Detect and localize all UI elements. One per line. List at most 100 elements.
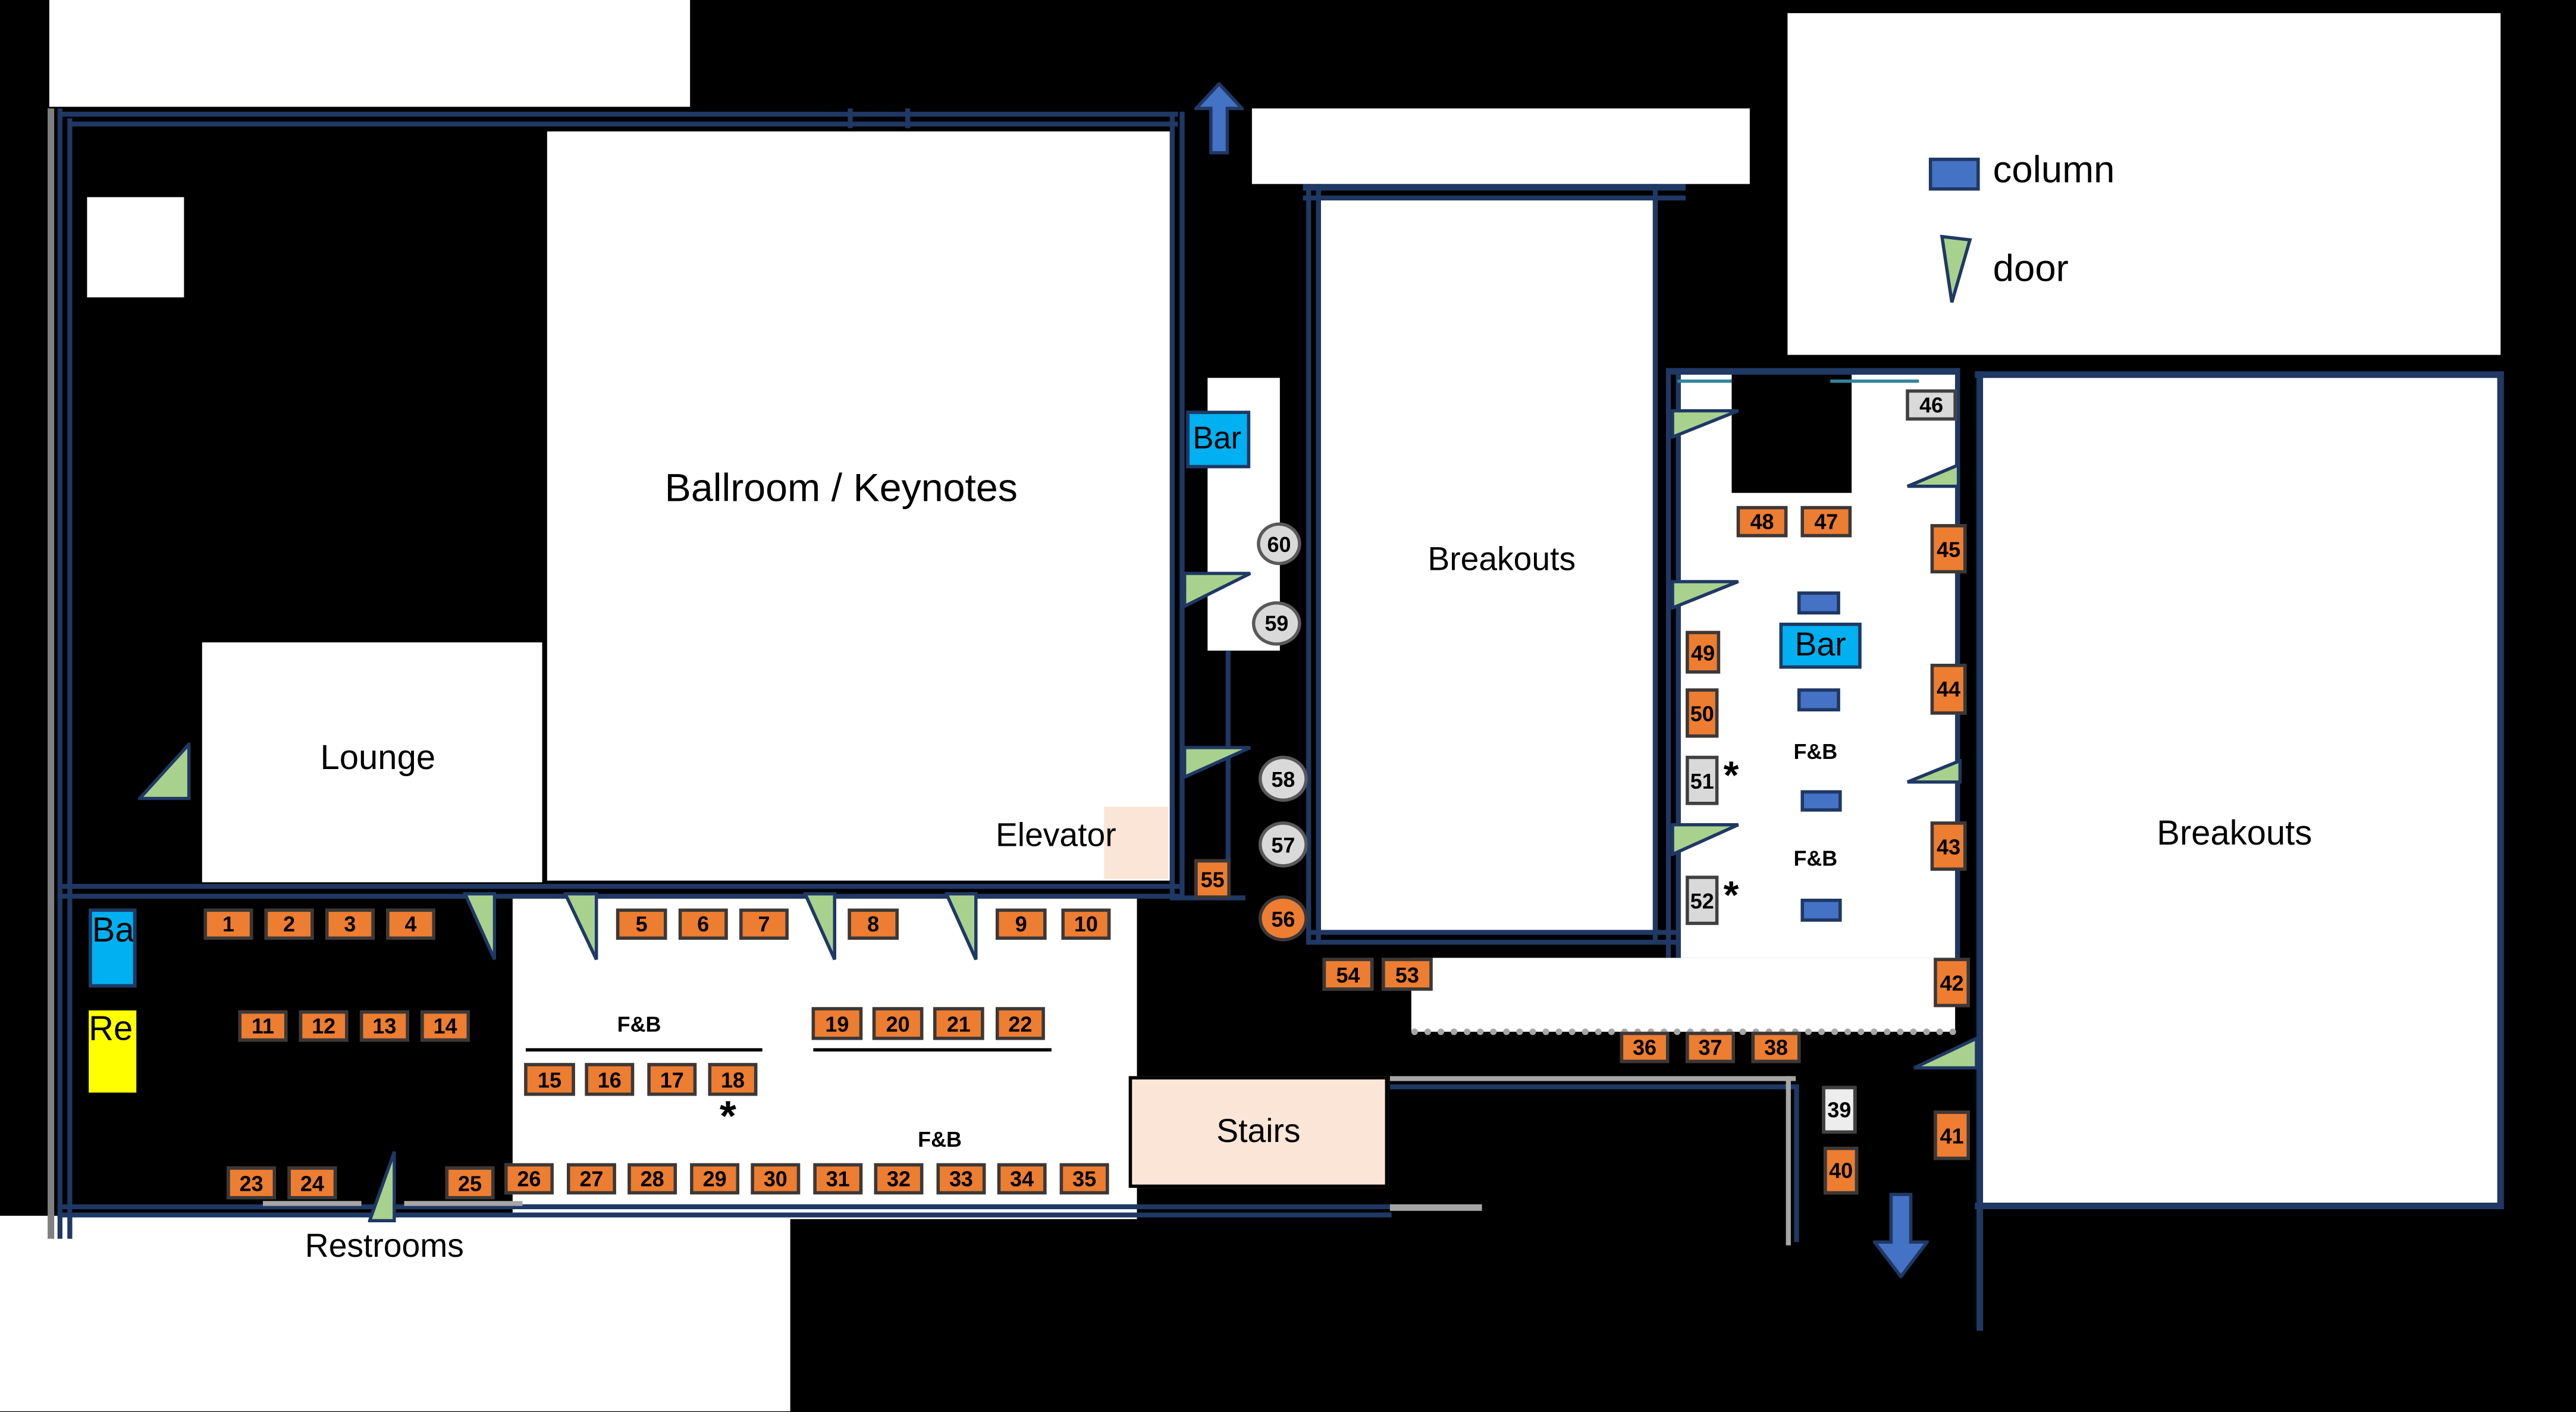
booth-32: 32 — [874, 1163, 924, 1195]
booth-36: 36 — [1620, 1031, 1670, 1063]
wall — [1955, 368, 1960, 960]
wall — [1830, 379, 1919, 383]
booth-13: 13 — [359, 1010, 409, 1042]
fnb-label-1: F&B — [617, 1012, 661, 1037]
wall — [57, 1204, 1392, 1210]
booth-20: 20 — [872, 1007, 924, 1040]
booth-14: 14 — [421, 1010, 470, 1042]
wall — [57, 108, 62, 1239]
wall — [48, 108, 55, 1239]
wall — [57, 1212, 1392, 1218]
door-icon — [945, 892, 978, 961]
legend-box — [1787, 13, 2501, 355]
booth-43: 43 — [1930, 821, 1967, 871]
bar-corridor-label: Bar — [1193, 421, 1242, 456]
title-box — [49, 0, 691, 107]
wall — [1225, 650, 1231, 900]
booth-40: 40 — [1824, 1147, 1859, 1195]
booth-41: 41 — [1934, 1110, 1970, 1160]
booth-49: 49 — [1686, 630, 1721, 674]
booth-35: 35 — [1059, 1163, 1109, 1195]
breakouts-middle-label: Breakouts — [1427, 542, 1576, 579]
wall — [1665, 374, 1671, 958]
wall — [1316, 184, 1321, 943]
door-icon — [1671, 823, 1740, 856]
booth-28: 28 — [627, 1163, 677, 1195]
booth-5: 5 — [616, 908, 667, 940]
wall — [67, 121, 1178, 127]
booth-46: 46 — [1906, 389, 1957, 421]
wall — [1676, 374, 1681, 958]
booth-15: 15 — [524, 1063, 575, 1096]
booth-3: 3 — [325, 908, 375, 940]
annotation-box — [1251, 108, 1750, 184]
elevator-label: Elevator — [995, 818, 1116, 855]
booth-9: 9 — [995, 908, 1047, 940]
up-arrow-icon — [1194, 82, 1244, 155]
booth-26: 26 — [504, 1163, 554, 1195]
door-icon — [1671, 580, 1740, 610]
booth-22: 22 — [995, 1007, 1045, 1040]
door-icon — [463, 892, 497, 961]
booth-44: 44 — [1930, 663, 1967, 715]
booth-45: 45 — [1930, 524, 1967, 574]
wall — [1169, 111, 1175, 899]
column-icon — [1797, 591, 1840, 615]
booth-21: 21 — [933, 1007, 984, 1040]
restrooms-room — [0, 1216, 790, 1411]
door-icon — [803, 892, 837, 961]
booth-52: 52 — [1686, 876, 1719, 925]
right-hall-lower — [1411, 958, 1956, 1032]
fnb-label-4: F&B — [1793, 846, 1838, 871]
booth-24: 24 — [287, 1166, 337, 1200]
booth-2: 2 — [264, 908, 314, 940]
wall — [1794, 1084, 1799, 1242]
legend-door-label: door — [1993, 246, 2069, 290]
wall — [404, 1201, 523, 1206]
wall — [1303, 184, 1686, 191]
door-icon — [368, 1150, 396, 1223]
wall — [57, 884, 1180, 889]
fnb-label-3: F&B — [1793, 739, 1838, 764]
booth-1: 1 — [203, 908, 253, 940]
restrooms-label: Restrooms — [305, 1229, 464, 1265]
bar-corridor: Bar — [1186, 410, 1251, 469]
asterisk-note: * — [1723, 754, 1739, 799]
fnb-label-2: F&B — [918, 1127, 962, 1152]
booth-48: 48 — [1736, 506, 1788, 538]
booth-10: 10 — [1061, 908, 1111, 940]
booth-58: 58 — [1258, 755, 1308, 802]
column-icon — [1800, 898, 1842, 922]
wall — [1306, 930, 1676, 935]
fnb-divider-line — [525, 1048, 763, 1052]
door-icon — [138, 742, 191, 801]
column-icon — [1800, 790, 1842, 812]
stairs-room: Stairs — [1128, 1076, 1389, 1188]
booth-30: 30 — [751, 1163, 801, 1195]
wall — [2497, 371, 2504, 1210]
booth-29: 29 — [690, 1163, 740, 1195]
wall — [905, 108, 911, 128]
wall — [1652, 184, 1658, 943]
wall — [1306, 940, 1676, 945]
stairs-label: Stairs — [1216, 1113, 1301, 1150]
breakouts-right-label: Breakouts — [2157, 815, 2313, 853]
wall — [67, 118, 73, 1239]
booth-39: 39 — [1822, 1085, 1857, 1134]
wall-notch — [1731, 374, 1852, 493]
booth-23: 23 — [227, 1166, 277, 1200]
booth-8: 8 — [848, 908, 899, 940]
wall — [1179, 111, 1185, 899]
booth-4: 4 — [386, 908, 436, 940]
booth-59: 59 — [1251, 601, 1301, 646]
wall — [1389, 1084, 1796, 1090]
booth-60: 60 — [1257, 522, 1301, 566]
registration-left: Re — [89, 1010, 137, 1093]
booth-53: 53 — [1382, 958, 1433, 991]
wall — [1303, 195, 1686, 201]
asterisk-note: * — [1723, 874, 1739, 919]
bar-hall: Bar — [1779, 622, 1862, 669]
bar-hall-label: Bar — [1794, 626, 1846, 663]
booth-57: 57 — [1258, 821, 1308, 868]
